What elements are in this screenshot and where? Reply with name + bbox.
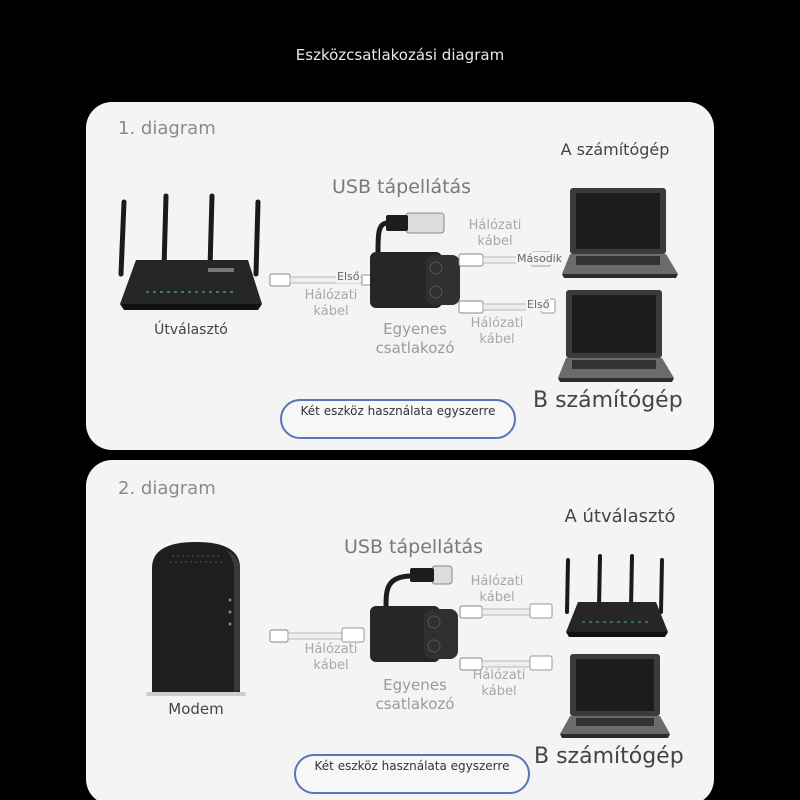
splitter-connector-icon [370,252,460,308]
input-cable-label: Hálózati kábel [304,288,358,319]
input-cable-label: Hálózati kábel [304,642,358,673]
page-title: Eszközcsatlakozási diagram [295,46,505,64]
diagram-1-panel: 1. diagram USB tápellátás Útválasztó Hál… [86,102,714,450]
laptop-b-icon [558,290,674,382]
diagram-2-panel: 2. diagram USB tápellátás Modem Hálózati… [86,460,714,800]
splitter-connector-icon [370,606,458,662]
input-cable-icon [269,627,365,643]
modem-label: Modem [168,700,224,718]
usb-plug-icon [383,565,453,609]
diagram-title: 1. diagram [118,118,216,139]
connector-label: Egyenes csatlakozó [375,320,455,357]
router-icon [118,193,262,310]
usb-power-label: USB tápellátás [332,176,472,198]
output-cable-1-label: Hálózati kábel [468,218,522,249]
router-label: Útválasztó [154,322,228,338]
laptop-b-icon [560,654,670,738]
laptop-a-icon [562,188,678,278]
usb-plug-icon [375,212,445,253]
router-a-icon [565,554,668,637]
computer-a-label: A számítógép [560,140,670,159]
computer-b-label: B számítógép [533,388,683,413]
connector-label: Egyenes csatlakozó [375,676,455,713]
usb-power-label: USB tápellátás [344,536,484,558]
output-cable-1-label: Hálózati kábel [470,574,524,605]
output-cable-2-label: Hálózati kábel [470,316,524,347]
modem-icon [146,542,246,696]
diagram-title: 2. diagram [118,478,216,499]
port-tag-second: Második [516,252,564,265]
diagram-2-artwork [146,542,670,738]
output-cable-icon [459,603,553,671]
port-tag-first: Első [336,270,361,283]
computer-b-label: B számítógép [534,744,684,769]
router-a-label: A útválasztó [564,506,676,527]
diagram-1-artwork [118,188,678,382]
port-tag-first-out: Első [526,298,551,311]
simultaneous-use-pill: Két eszköz használata egyszerre [294,754,530,794]
output-cable-2-label: Hálózati kábel [472,668,526,699]
simultaneous-use-pill: Két eszköz használata egyszerre [280,399,516,439]
